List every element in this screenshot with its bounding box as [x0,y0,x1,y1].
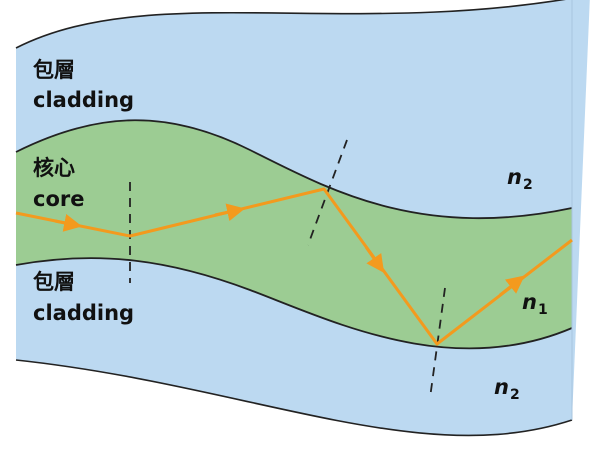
ray-arrow-1 [54,214,83,232]
refractive-index-n2-top: n2 [507,165,533,193]
core-label-zh: 核心 [33,156,75,180]
ray-arrow-3 [364,246,385,273]
refractive-index-n1: n1 [522,290,548,318]
top-cladding-label-en: cladding [33,88,135,112]
cladding-top-edge [15,0,566,49]
n2-top-base: n [507,165,522,189]
bottom-cladding-label-en: cladding [33,301,135,325]
n1-sub: 1 [537,302,548,318]
cladding-bottom-edge [15,359,573,437]
light-ray-path [15,187,573,346]
ray-arrow-2 [214,203,246,222]
core-label-en: core [33,187,85,211]
ray-arrow-4 [499,275,525,297]
n2-bottom-sub: 2 [509,387,520,403]
core-region [16,120,572,349]
n2-top-sub: 2 [522,177,533,193]
refractive-index-n2-bottom: n2 [494,375,520,403]
n2-bottom-base: n [494,375,509,399]
core-lower-boundary [15,257,573,350]
core-upper-boundary [15,119,573,220]
bottom-cladding-label-zh: 包層 [33,270,75,294]
top-cladding-label-zh: 包層 [33,58,75,82]
n1-base: n [522,290,537,314]
